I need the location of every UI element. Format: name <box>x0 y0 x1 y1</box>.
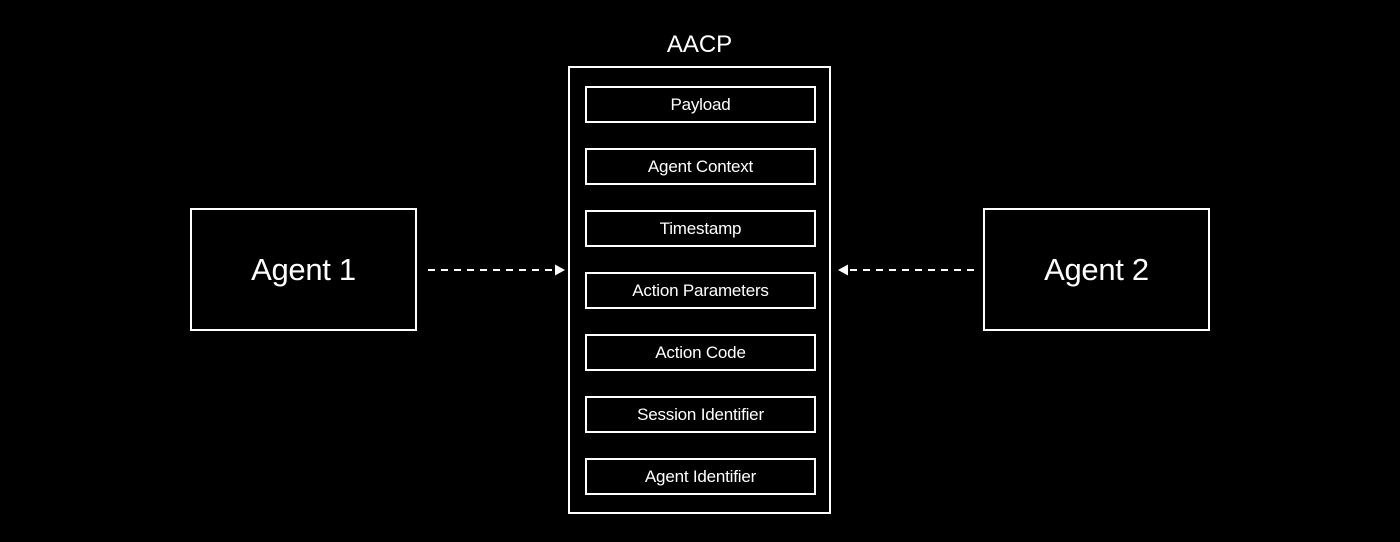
agent-1-label: Agent 1 <box>251 251 356 287</box>
field-label: Agent Identifier <box>644 466 757 486</box>
arrowhead-right-icon <box>555 264 565 276</box>
field-label: Session Identifier <box>637 404 764 424</box>
arrow-agent2-to-aacp <box>838 264 974 276</box>
field-action-parameters: Action Parameters <box>585 272 816 309</box>
field-agent-context: Agent Context <box>585 148 816 185</box>
field-agent-identifier: Agent Identifier <box>585 458 816 495</box>
field-label: Payload <box>670 94 731 114</box>
field-label: Agent Context <box>647 156 754 176</box>
field-action-code: Action Code <box>585 334 816 371</box>
field-label: Action Parameters <box>632 280 769 300</box>
field-session-identifier: Session Identifier <box>585 396 816 433</box>
protocol-field-list: Payload Agent Context Timestamp Action P… <box>585 86 816 495</box>
agent-2-box: Agent 2 <box>983 208 1210 331</box>
protocol-title: AACP <box>666 31 733 58</box>
field-timestamp: Timestamp <box>585 210 816 247</box>
protocol-message-box: Payload Agent Context Timestamp Action P… <box>568 66 831 514</box>
arrowhead-left-icon <box>838 264 848 276</box>
agent-2-label: Agent 2 <box>1044 251 1149 287</box>
agent-1-box: Agent 1 <box>190 208 417 331</box>
arrow-agent1-to-aacp <box>428 264 565 276</box>
field-label: Timestamp <box>659 218 742 238</box>
field-label: Action Code <box>655 342 746 362</box>
field-payload: Payload <box>585 86 816 123</box>
